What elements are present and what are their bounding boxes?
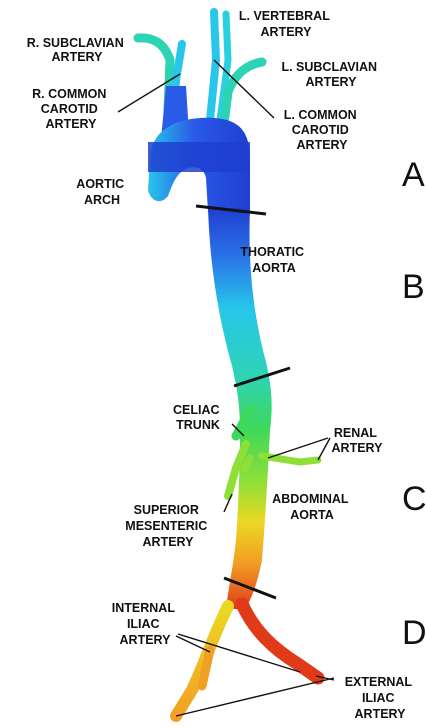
label-superior-mesenteric: SUPERIOR MESENTERIC ARTERY xyxy=(125,503,210,549)
label-renal-artery: RENAL ARTERY xyxy=(332,426,384,455)
leader-renal-1 xyxy=(268,438,328,458)
label-r-common-carotid: R. COMMON CAROTID ARTERY xyxy=(32,87,110,131)
section-c: C xyxy=(402,480,426,518)
label-external-iliac: EXTERNAL ILIAC ARTERY xyxy=(345,675,416,721)
left-iliac-vessel xyxy=(176,606,228,716)
section-letters: A B C D xyxy=(402,156,426,652)
section-d: D xyxy=(402,614,426,652)
label-l-common-carotid: L. COMMON CAROTID ARTERY xyxy=(284,108,360,152)
section-a: A xyxy=(402,156,425,194)
label-abdominal-aorta: ABDOMINAL AORTA xyxy=(272,492,352,522)
label-l-vertebral: L. VERTEBRAL ARTERY xyxy=(239,9,333,39)
l-vertebral-vessel xyxy=(210,12,216,120)
label-celiac-trunk: CELIAC TRUNK xyxy=(173,403,223,432)
arch-band xyxy=(148,142,250,172)
right-iliac-vessel xyxy=(242,604,318,678)
label-r-subclavian: R. SUBCLAVIAN ARTERY xyxy=(27,36,127,64)
label-l-subclavian: L. SUBCLAVIAN ARTERY xyxy=(281,60,380,89)
section-b: B xyxy=(402,268,425,306)
label-aortic-arch: AORTIC ARCH xyxy=(76,177,127,207)
label-internal-iliac: INTERNAL ILIAC ARTERY xyxy=(112,601,178,647)
